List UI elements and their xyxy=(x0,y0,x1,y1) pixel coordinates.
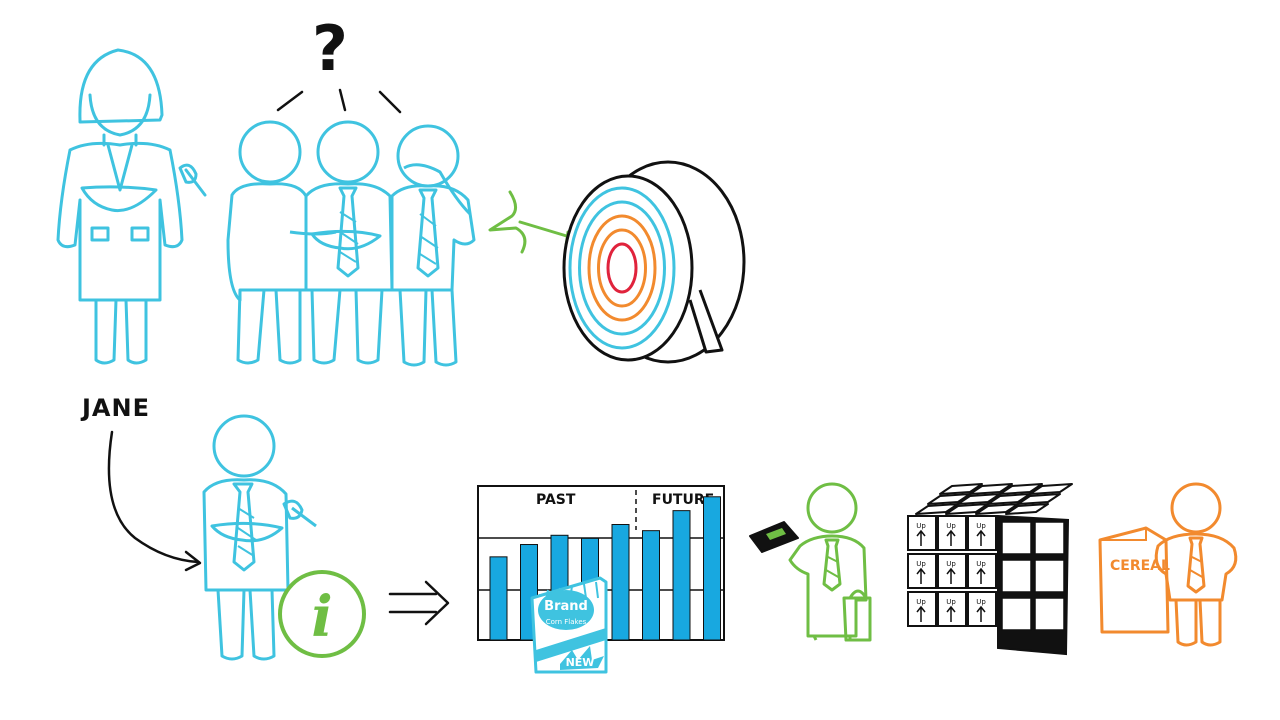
crate-side-face xyxy=(1001,597,1032,631)
info-icon: i xyxy=(278,570,366,658)
crate-up-label: Up xyxy=(976,598,986,606)
crate-up-label: Up xyxy=(916,560,926,568)
box-new-badge: NEW xyxy=(566,656,595,669)
crate-up-label: Up xyxy=(976,560,986,568)
crate-top xyxy=(1005,503,1049,515)
new-product-box: Brand Corn Flakes NEW xyxy=(530,576,608,674)
crate-top xyxy=(969,483,1013,495)
up-arrow-icon xyxy=(976,529,986,546)
crate-up-label: Up xyxy=(946,522,956,530)
target-ring xyxy=(568,186,676,350)
jane-label: JANE xyxy=(80,394,150,422)
target-ring xyxy=(587,214,657,322)
target-rings xyxy=(568,186,676,350)
crate-side-face xyxy=(1034,597,1065,631)
chart-bar-past xyxy=(489,556,508,641)
box-brand-text: Brand xyxy=(544,599,588,614)
target-ring xyxy=(597,228,647,308)
crate-side-face xyxy=(1034,521,1065,555)
crate-side-face xyxy=(1001,521,1032,555)
crate-up-label: Up xyxy=(946,598,956,606)
target-ring xyxy=(606,242,638,294)
shopper-figure xyxy=(788,482,872,642)
crate-top xyxy=(1017,493,1061,505)
crate-front xyxy=(937,553,967,589)
up-arrow-icon xyxy=(916,605,926,622)
chart-past-label: PAST xyxy=(536,492,576,508)
crate-up-label: Up xyxy=(916,522,926,530)
jane-figure xyxy=(56,48,207,365)
up-arrow-icon xyxy=(946,529,956,546)
up-arrow-icon xyxy=(976,605,986,622)
crate-top xyxy=(939,483,983,495)
crate-front xyxy=(937,515,967,551)
chart-bar-future xyxy=(642,530,660,641)
info-glyph: i xyxy=(311,584,332,650)
crate-up-label: Up xyxy=(946,560,956,568)
up-arrow-icon xyxy=(946,605,956,622)
competitor-figure xyxy=(1154,482,1238,647)
phone-icon xyxy=(749,521,799,553)
crate-side-face xyxy=(1034,559,1065,593)
up-arrow-icon xyxy=(916,567,926,584)
cereal-shelf-box: CEREAL xyxy=(1098,526,1170,634)
forward-arrow xyxy=(388,580,450,626)
cereal-box-label: CEREAL xyxy=(1110,558,1170,574)
jane-arrow-head xyxy=(184,550,202,572)
up-arrow-icon xyxy=(976,567,986,584)
dartboard xyxy=(562,160,746,364)
crate-side-face xyxy=(1001,559,1032,593)
chart-bar-past xyxy=(611,524,630,641)
target-ring xyxy=(578,200,666,336)
crate-top xyxy=(999,483,1043,495)
crate-up-label: Up xyxy=(976,522,986,530)
box-product-text: Corn Flakes xyxy=(546,618,587,626)
confusion-lines xyxy=(276,88,402,114)
chart-bar-future xyxy=(672,510,691,641)
man-figure-middle xyxy=(304,120,394,365)
chart-bar-future xyxy=(703,496,721,641)
crate-up-label: Up xyxy=(916,598,926,606)
up-arrow-icon xyxy=(946,567,956,584)
chart-future-label: FUTURE xyxy=(652,492,714,508)
up-arrow-icon xyxy=(916,529,926,546)
question-mark: ? xyxy=(312,12,348,85)
crate-top xyxy=(1029,483,1073,495)
man-figure-right xyxy=(390,124,476,367)
jane-arrow xyxy=(107,430,200,564)
presenter-figure xyxy=(202,414,317,661)
